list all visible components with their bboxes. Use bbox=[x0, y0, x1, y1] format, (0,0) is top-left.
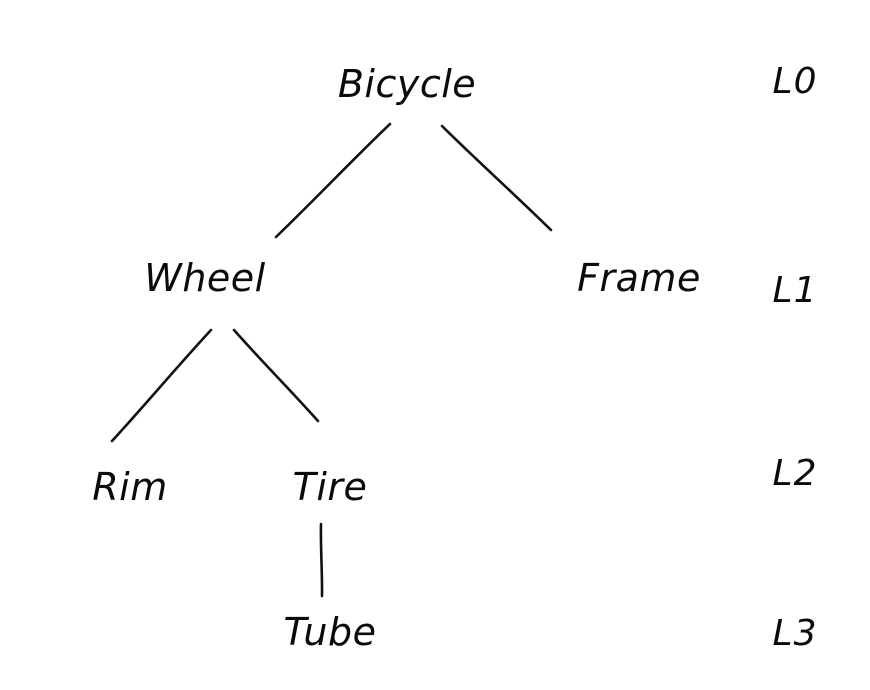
node-label-wheel[interactable]: Wheel bbox=[144, 256, 265, 300]
level-label-l3: L3 bbox=[773, 613, 818, 654]
edge-bicycle-to-wheel bbox=[274, 122, 392, 239]
node-label-frame[interactable]: Frame bbox=[577, 256, 701, 300]
edge-group bbox=[110, 122, 553, 598]
node-label-tube[interactable]: Tube bbox=[284, 610, 377, 654]
level-label-l1: L1 bbox=[773, 270, 818, 311]
edge-tire-to-tube bbox=[319, 522, 324, 598]
level-label-l0: L0 bbox=[773, 61, 818, 102]
node-label-bicycle[interactable]: Bicycle bbox=[338, 62, 476, 106]
node-label-rim[interactable]: Rim bbox=[92, 465, 167, 509]
edge-bicycle-to-frame bbox=[440, 124, 553, 232]
node-label-tire[interactable]: Tire bbox=[293, 465, 368, 509]
edge-wheel-to-tire bbox=[232, 328, 320, 423]
level-label-l2: L2 bbox=[773, 453, 818, 494]
edge-wheel-to-rim bbox=[110, 328, 213, 443]
